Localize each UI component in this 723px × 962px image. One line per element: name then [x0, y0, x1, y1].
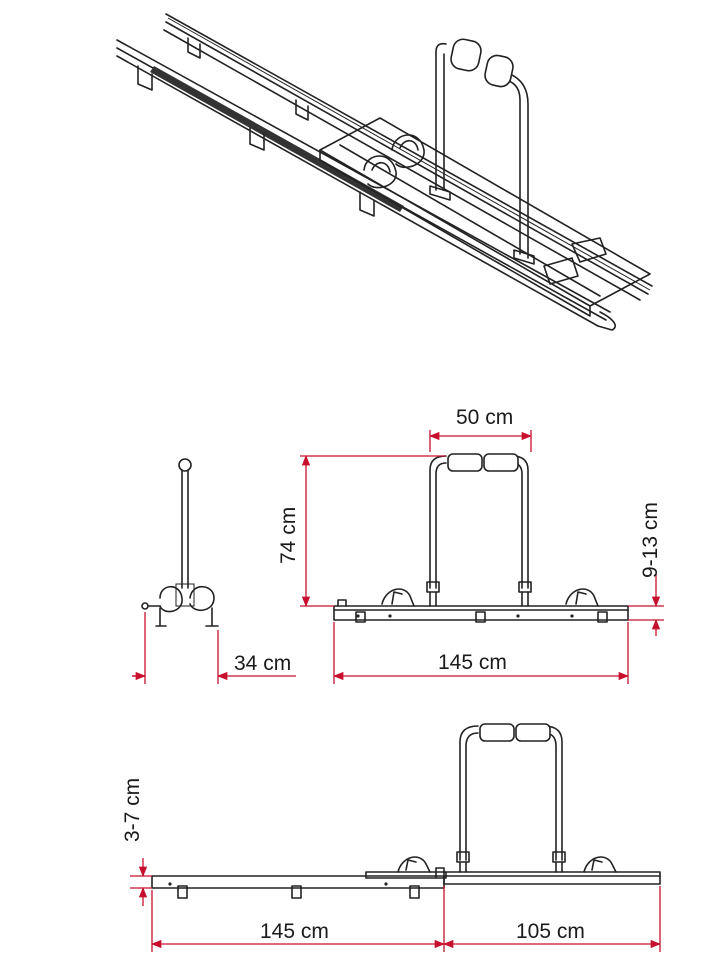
side-view-width-label: 34 cm [234, 652, 291, 675]
isometric-mounting-feet [137, 37, 375, 217]
length-label: 145 cm [438, 651, 507, 674]
side-view-width-dimension: 34 cm [132, 612, 296, 684]
isometric-wheel-holders [363, 134, 607, 285]
isometric-hoop-frame [429, 38, 535, 265]
extended-clearance-label: 3-7 cm [121, 778, 144, 842]
extended-base-length-label: 145 cm [260, 920, 329, 943]
isometric-view [116, 13, 653, 331]
isometric-back-rail [163, 13, 653, 301]
hoop-width-label: 50 cm [456, 406, 513, 429]
extended-view-dimensions: 3-7 cm 145 cm 105 cm [121, 778, 662, 952]
side-view [141, 458, 219, 627]
extended-view [151, 723, 661, 899]
height-label: 74 cm [277, 507, 300, 564]
front-view [333, 453, 629, 623]
isometric-platform [319, 117, 651, 317]
front-view-dimensions: 50 cm 74 cm 9-13 cm 145 cm [277, 406, 664, 684]
clearance-label: 9-13 cm [639, 502, 662, 578]
extension-length-label: 105 cm [516, 920, 585, 943]
